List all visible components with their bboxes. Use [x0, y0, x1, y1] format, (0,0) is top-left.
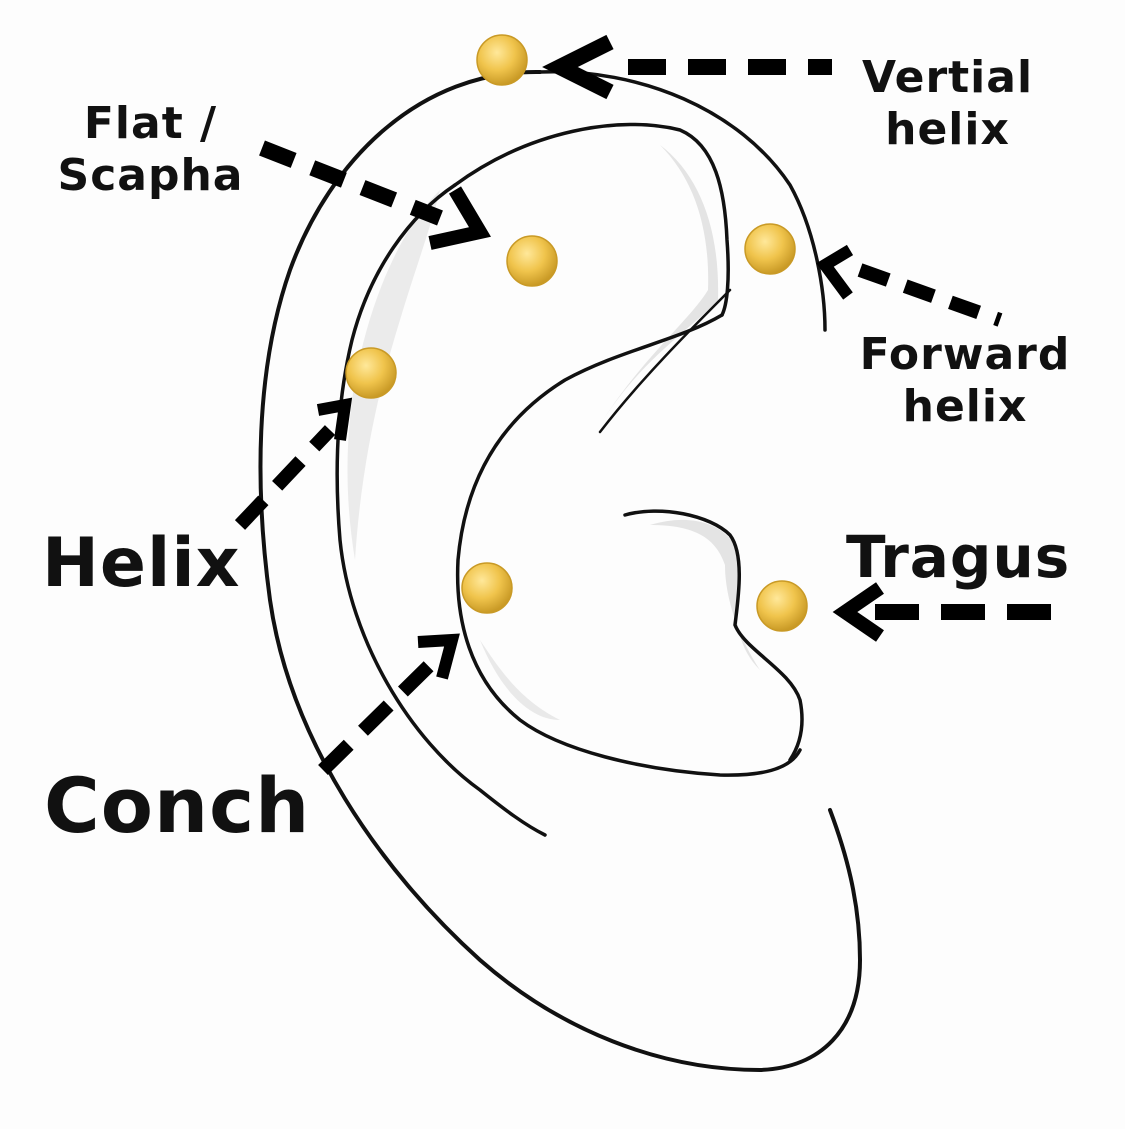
label-flat-scapha-line1: Flat / — [83, 98, 218, 149]
label-forward-helix: Forward helix — [845, 333, 1085, 429]
vertical-helix-arrow — [542, 34, 832, 100]
label-tragus: Tragus — [846, 523, 1071, 591]
label-flat-scapha-line2: Scapha — [57, 150, 244, 201]
arrows — [234, 34, 1058, 775]
antihelix-curve — [455, 313, 802, 777]
conch-arrow — [318, 633, 460, 775]
stud-tragus — [756, 580, 808, 632]
helix-arrow — [234, 397, 353, 530]
label-flat-scapha: Flat / Scapha — [48, 102, 253, 198]
ear-shading — [347, 145, 760, 720]
stud-vertical-helix — [476, 34, 528, 86]
label-vertical-helix-line1: Vertial — [861, 52, 1034, 103]
antihelix-inner-edge — [598, 288, 732, 434]
inner-helix-rim — [335, 183, 547, 837]
stud-helix — [345, 347, 397, 399]
stud-forward-helix — [744, 223, 796, 275]
forward-helix-arrow — [816, 244, 1003, 327]
label-forward-helix-line1: Forward — [859, 329, 1071, 380]
label-vertical-helix: Vertial helix — [850, 56, 1045, 152]
ear-outline — [258, 69, 862, 1072]
label-helix: Helix — [42, 524, 241, 603]
label-forward-helix-line2: helix — [902, 381, 1028, 432]
tragus-arrow — [832, 582, 1058, 642]
label-conch: Conch — [44, 761, 311, 850]
outer-helix-rim — [258, 69, 862, 1072]
tragus-shape — [623, 509, 804, 762]
stud-conch — [461, 562, 513, 614]
stud-flat-scapha — [506, 235, 558, 287]
flat-scapha-arrow — [259, 140, 491, 250]
outer-rim-top — [538, 70, 827, 332]
label-vertical-helix-line2: helix — [885, 104, 1010, 155]
antihelix-top — [453, 122, 730, 317]
studs — [345, 34, 808, 632]
